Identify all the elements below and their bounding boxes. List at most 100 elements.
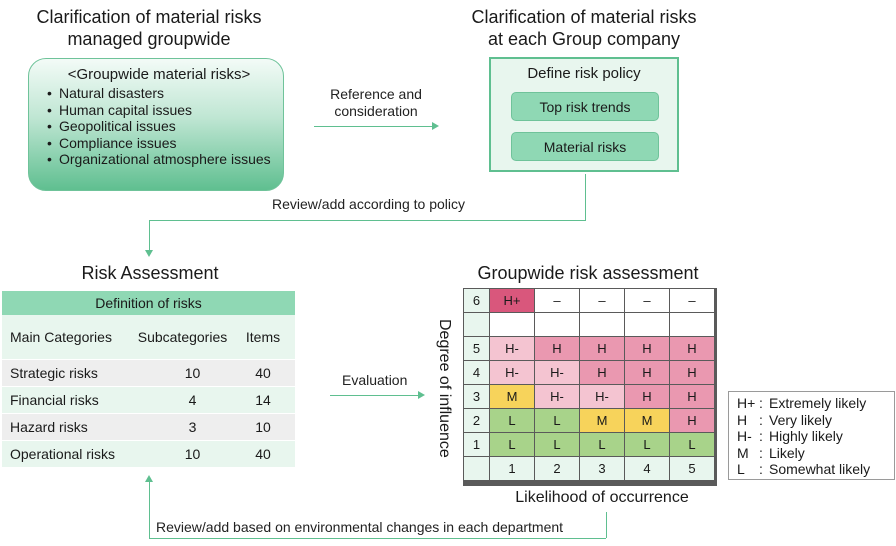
matrix-cell: H	[670, 337, 715, 361]
matrix-x-tick: 4	[625, 457, 670, 481]
matrix-cell	[670, 313, 715, 337]
matrix-cell: H-	[535, 361, 580, 385]
risk-policy-box: Define risk policy Top risk trends Mater…	[489, 57, 679, 172]
matrix-cell: –	[670, 289, 715, 313]
matrix-y-label: Degree of influence	[436, 318, 453, 458]
risk-definition-table: Definition of risks Main Categories Subc…	[2, 291, 295, 467]
policy-connector-arrow-head	[145, 250, 153, 257]
risk-policy-header: Define risk policy	[527, 65, 641, 82]
column-header: Items	[245, 329, 281, 345]
matrix-cell: H	[535, 337, 580, 361]
review-env-label: Review/add based on environmental change…	[156, 519, 564, 535]
policy-connector-down	[585, 174, 586, 220]
reference-arrow-line	[314, 126, 432, 127]
matrix-level-label	[464, 313, 490, 337]
table-cell: 10	[255, 419, 271, 435]
matrix-title: Groupwide risk assessment	[477, 263, 699, 283]
table-cell: Operational risks	[10, 446, 116, 462]
column-header: Main Categories	[10, 329, 112, 345]
reference-label-line2: consideration	[334, 103, 418, 119]
matrix-cell: –	[535, 289, 580, 313]
matrix-level-label: 1	[464, 433, 490, 457]
table-title: Definition of risks	[2, 291, 295, 315]
matrix-cell: H-	[490, 337, 535, 361]
legend-key: L	[737, 461, 745, 477]
risk-item: Human capital issues	[47, 102, 271, 119]
legend-entry: H+: Extremely likely	[737, 395, 894, 412]
legend-entry: L: Somewhat likely	[737, 461, 894, 478]
matrix-cell	[580, 313, 625, 337]
table-cell: 10	[184, 365, 201, 381]
matrix-cell: H-	[580, 385, 625, 409]
matrix-x-tick: 1	[490, 457, 535, 481]
legend-text: Highly likely	[769, 428, 843, 444]
matrix-cell: L	[535, 409, 580, 433]
matrix-cell: M	[625, 409, 670, 433]
env-connector-rise	[149, 482, 150, 538]
table-cell: 40	[255, 365, 271, 381]
table-row: Strategic risks 10 40	[2, 360, 295, 386]
groupwide-risks-box: <Groupwide material risks> Natural disas…	[28, 58, 284, 191]
matrix-x-label: Likelihood of occurrence	[515, 489, 689, 506]
groupwide-title-line1: Clarification of material risks	[36, 7, 262, 27]
matrix-cell: H+	[490, 289, 535, 313]
legend-separator: :	[759, 444, 763, 461]
column-header: Subcategories	[137, 329, 228, 345]
table-cell: 40	[255, 446, 271, 462]
matrix-cell: –	[625, 289, 670, 313]
evaluation-label: Evaluation	[342, 372, 408, 388]
matrix-cell: H	[670, 385, 715, 409]
groupwide-risks-list: Natural disasters Human capital issues G…	[47, 85, 271, 168]
groupwide-title: Clarification of material risks managed …	[8, 6, 290, 50]
matrix-cell: H	[580, 361, 625, 385]
matrix-level-label: 2	[464, 409, 490, 433]
material-risks-pill: Material risks	[511, 132, 659, 161]
matrix-cell: –	[580, 289, 625, 313]
matrix-x-tick: 3	[580, 457, 625, 481]
matrix-level-label: 4	[464, 361, 490, 385]
matrix-cell: L	[670, 433, 715, 457]
matrix-cell: L	[580, 433, 625, 457]
env-connector-arrow-head	[145, 475, 153, 482]
legend-separator: :	[759, 428, 763, 444]
matrix-cell	[625, 313, 670, 337]
groupwide-risks-header: <Groupwide material risks>	[67, 66, 251, 83]
legend-separator: :	[759, 461, 763, 477]
legend-key: H-	[737, 428, 752, 444]
matrix-cell: H	[625, 361, 670, 385]
table-cell: Strategic risks	[10, 365, 98, 381]
legend-key: H+	[737, 395, 756, 411]
matrix-cell: H	[625, 385, 670, 409]
reference-arrow-head	[432, 122, 439, 130]
company-title-line1: Clarification of material risks	[471, 7, 697, 27]
legend-separator: :	[759, 395, 763, 411]
matrix-cell: M	[490, 385, 535, 409]
risk-item: Geopolitical issues	[47, 118, 271, 135]
matrix-x-tick: 5	[670, 457, 715, 481]
table-row: Operational risks 10 40	[2, 441, 295, 467]
matrix-cell	[535, 313, 580, 337]
evaluation-arrow-line	[330, 395, 418, 396]
table-cell: 10	[184, 446, 201, 462]
env-connector-across	[149, 538, 606, 539]
company-title-line2: at each Group company	[487, 29, 681, 49]
table-cell: Hazard risks	[10, 419, 88, 435]
evaluation-arrow-head	[418, 391, 425, 399]
legend-entry: M:Likely	[737, 445, 894, 462]
review-policy-label: Review/add according to policy	[272, 196, 465, 212]
legend-separator: :	[759, 411, 763, 428]
matrix-cell: L	[625, 433, 670, 457]
matrix-cell: L	[490, 433, 535, 457]
company-title: Clarification of material risks at each …	[438, 6, 730, 50]
top-risk-trends-pill: Top risk trends	[511, 92, 659, 121]
legend-text: Extremely likely	[769, 395, 867, 411]
matrix-cell: H-	[535, 385, 580, 409]
table-cell: 3	[188, 419, 197, 435]
legend-text: Likely	[769, 444, 805, 461]
table-row: Hazard risks 3 10	[2, 414, 295, 440]
matrix-cell: M	[580, 409, 625, 433]
env-connector-drop	[606, 512, 607, 538]
matrix-level-label: 6	[464, 289, 490, 313]
legend-text: Somewhat likely	[769, 461, 871, 477]
